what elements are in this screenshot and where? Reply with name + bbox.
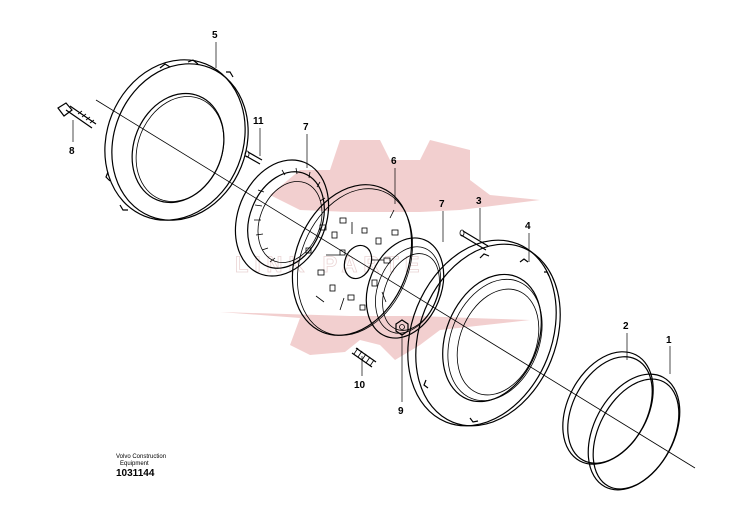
part-3-pin bbox=[459, 229, 489, 251]
watermark-gear-upper bbox=[270, 140, 540, 212]
callout-10: 10 bbox=[354, 380, 366, 391]
part-2-o-ring bbox=[562, 351, 654, 465]
leader-lines bbox=[72, 42, 671, 402]
assembly-axis bbox=[95, 99, 696, 469]
callout-4: 4 bbox=[525, 221, 531, 232]
part-7-toothed-ring bbox=[234, 159, 330, 277]
watermark-gear-logo: LINK PARTE bbox=[220, 140, 540, 360]
part-8-bolt bbox=[57, 102, 97, 129]
part-9-nut bbox=[395, 319, 409, 336]
watermark-text: LINK PARTE bbox=[235, 252, 425, 277]
part-4-housing bbox=[407, 239, 561, 427]
callout-7-right: 7 bbox=[439, 199, 445, 210]
callout-labels: 5 8 11 7 6 7 3 4 2 1 9 10 bbox=[69, 30, 672, 417]
callout-6: 6 bbox=[391, 156, 397, 167]
part-6-friction-disc bbox=[291, 184, 413, 336]
callout-8: 8 bbox=[69, 146, 75, 157]
part-5-outer-plate bbox=[104, 59, 249, 221]
callout-9: 9 bbox=[398, 406, 404, 417]
part-11-pin bbox=[244, 150, 263, 165]
watermark-gear-lower bbox=[220, 312, 530, 360]
callout-3: 3 bbox=[476, 196, 482, 207]
caption-figure-number: 1031144 bbox=[116, 468, 155, 479]
callout-1: 1 bbox=[666, 335, 672, 346]
part-1-o-ring bbox=[587, 373, 681, 491]
caption-line-2: Equipment bbox=[120, 461, 149, 467]
callout-5: 5 bbox=[212, 30, 218, 41]
callout-7-left: 7 bbox=[303, 122, 309, 133]
callout-2: 2 bbox=[623, 321, 629, 332]
figure-caption: Volvo Construction Equipment 1031144 bbox=[116, 454, 166, 479]
part-10-spring bbox=[351, 347, 377, 368]
caption-line-1: Volvo Construction bbox=[116, 454, 167, 460]
callout-11: 11 bbox=[253, 116, 264, 127]
